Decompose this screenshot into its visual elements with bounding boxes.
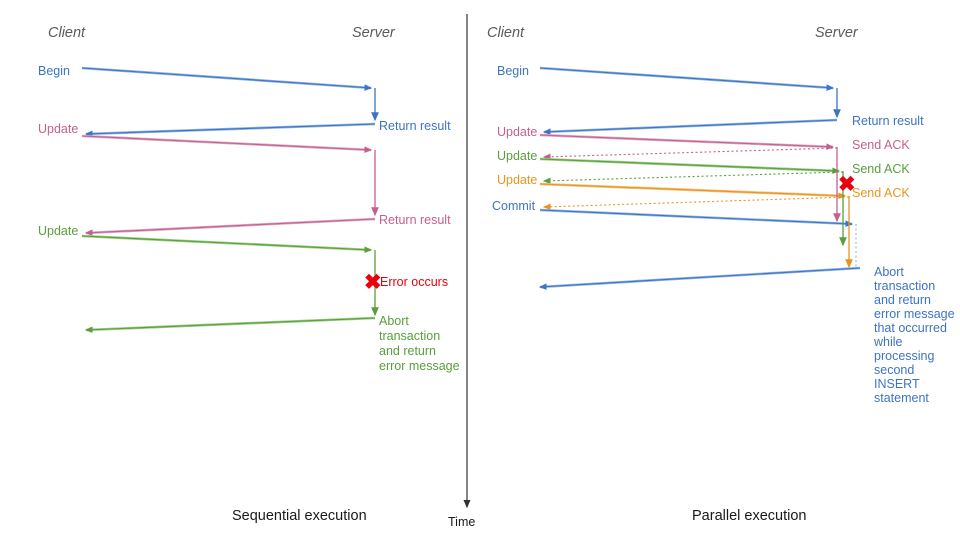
message-arrow-return-result [542, 119, 838, 136]
note-line: error message [379, 359, 460, 373]
panel-caption-sequential: Sequential execution [232, 508, 367, 524]
message-arrow-abort-return [84, 317, 376, 334]
server-lane-header: Server [352, 25, 396, 41]
server-lane-header: Server [815, 25, 859, 41]
note-line: transaction [874, 279, 935, 293]
note-line: and return [874, 293, 931, 307]
note-line: Abort [874, 265, 904, 279]
note-abort-transaction-green: Abort transaction and return error messa… [379, 314, 460, 373]
message-label-send-ack-2: Send ACK [852, 162, 910, 176]
message-arrow-update-3 [539, 183, 847, 200]
message-label-update-1: Update [497, 125, 537, 139]
message-arrow-update-2 [539, 158, 841, 175]
message-arrow-send-ack-1 [542, 147, 838, 161]
error-x-icon: ✖ [364, 271, 382, 294]
error-x-icon: ✖ [838, 173, 856, 196]
note-line: Abort [379, 314, 409, 328]
note-line: statement [874, 391, 929, 405]
message-label-update-1: Update [38, 122, 78, 136]
message-arrow-send-ack-3 [542, 196, 850, 211]
message-arrow-update-2 [81, 235, 373, 253]
note-line: while [873, 335, 903, 349]
message-label-return-result: Return result [852, 114, 924, 128]
message-arrow-begin [539, 67, 835, 91]
note-line: error message [874, 307, 955, 321]
note-line: processing [874, 349, 934, 363]
message-label-begin: Begin [497, 64, 529, 78]
panel-parallel: Client Server Begin Return result Update… [487, 25, 955, 524]
message-arrow-update-1 [81, 135, 373, 153]
time-axis-label: Time [448, 515, 475, 529]
message-arrow-send-ack-2 [542, 171, 844, 185]
note-line: and return [379, 344, 436, 358]
message-label-update-3: Update [497, 173, 537, 187]
message-label-begin: Begin [38, 64, 70, 78]
message-label-send-ack-1: Send ACK [852, 138, 910, 152]
message-label-update-2: Update [38, 224, 78, 238]
message-label-update-2: Update [497, 149, 537, 163]
note-line: INSERT [874, 377, 920, 391]
time-axis: Time [448, 14, 475, 529]
message-label-send-ack-3: Send ACK [852, 186, 910, 200]
note-line: transaction [379, 329, 440, 343]
message-arrow-begin [81, 67, 373, 91]
message-arrow-abort-return [538, 267, 861, 290]
message-label-return-result-1: Return result [379, 119, 451, 133]
error-occurs-label: Error occurs [380, 275, 448, 289]
message-arrow-return-result-2 [84, 218, 376, 236]
message-arrow-update-1 [539, 134, 835, 151]
panel-caption-parallel: Parallel execution [692, 508, 806, 524]
message-arrow-return-result-1 [84, 123, 376, 138]
client-lane-header: Client [487, 25, 525, 41]
note-line: that occurred [874, 321, 947, 335]
note-line: second [874, 363, 914, 377]
message-label-return-result-2: Return result [379, 213, 451, 227]
note-abort-transaction-blue: Abort transaction and return error messa… [873, 265, 955, 405]
panel-sequential: Client Server Begin Return result Update… [38, 25, 460, 524]
client-lane-header: Client [48, 25, 86, 41]
message-arrow-commit [539, 209, 854, 228]
message-label-commit: Commit [492, 199, 536, 213]
